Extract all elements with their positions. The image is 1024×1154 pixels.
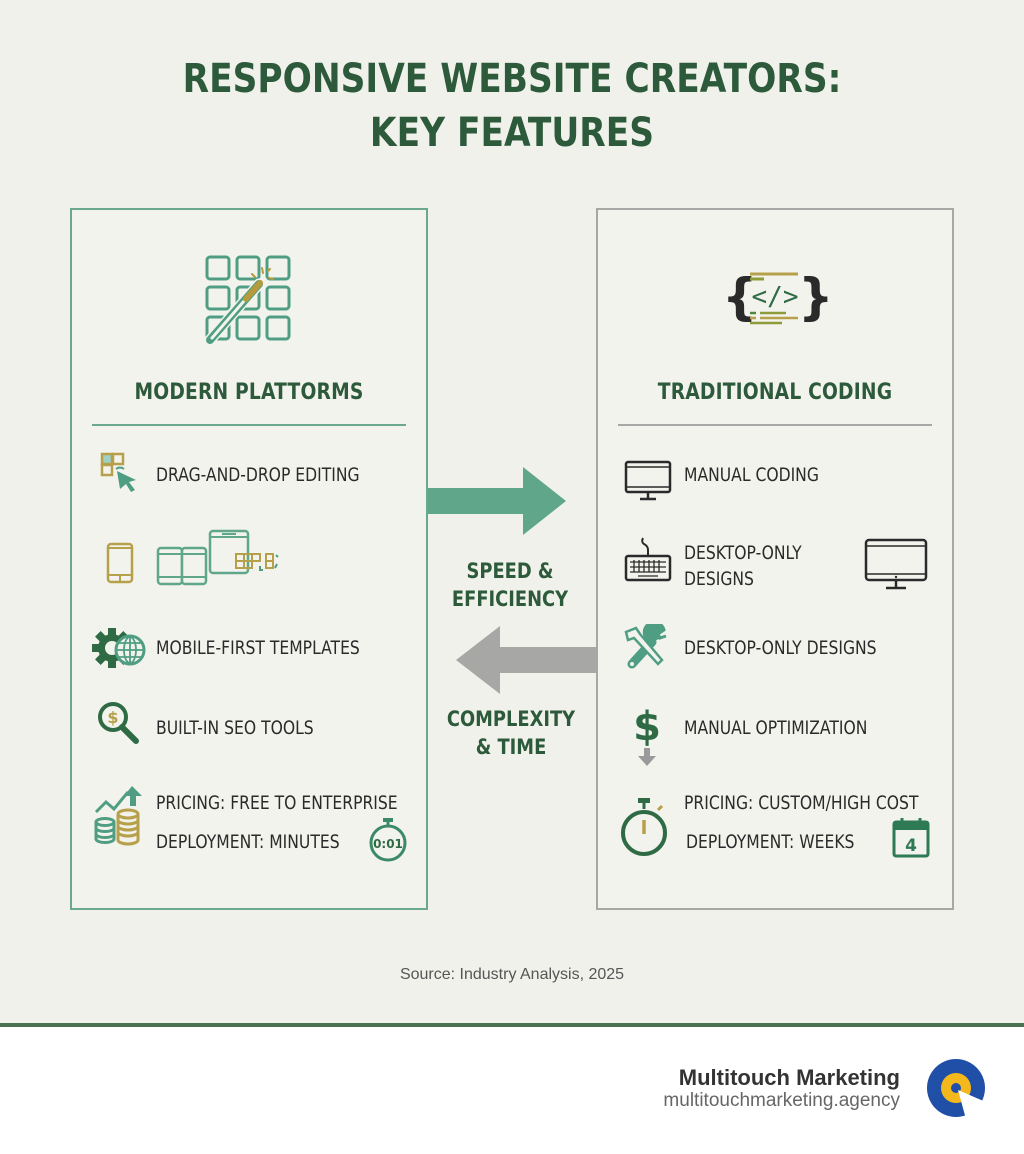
title-line-2: KEY FEATURES <box>369 110 655 156</box>
feature-desktop-only-line2: DESIGNS <box>684 568 754 590</box>
feature-manual-coding: MANUAL CODING <box>684 464 819 486</box>
svg-text:$: $ <box>107 708 118 727</box>
feature-seo-tools: BUILT-IN SEO TOOLS <box>156 717 314 739</box>
wrench-screwdriver-icon <box>622 620 670 674</box>
keyboard-icon <box>624 536 672 586</box>
feature-pricing: PRICING: CUSTOM/HIGH COST <box>684 792 919 814</box>
grid-magic-wand-icon <box>204 254 294 350</box>
stopwatch-icon <box>620 796 670 862</box>
multitouch-logo-icon <box>926 1057 988 1123</box>
panel-divider <box>618 424 932 426</box>
modern-platforms-heading: MODERN PLATTORMS <box>134 380 364 405</box>
feature-pricing: PRICING: FREE TO ENTERPRISE <box>156 792 398 814</box>
traditional-coding-panel: { } </> TRADITIONAL CODING MANUAL CODING <box>596 208 954 910</box>
svg-text:0:01: 0:01 <box>373 837 403 851</box>
feature-drag-and-drop: DRAG-AND-DROP EDITING <box>156 464 360 486</box>
drag-drop-cursor-icon <box>100 452 142 498</box>
monitor-icon <box>624 460 672 506</box>
source-citation: Source: Industry Analysis, 2025 <box>399 966 625 983</box>
responsive-devices-icon <box>100 528 280 590</box>
feature-manual-optimization: MANUAL OPTIMIZATION <box>684 717 868 739</box>
gear-globe-icon <box>92 626 148 674</box>
svg-text:}: } <box>798 268 830 326</box>
feature-deployment: DEPLOYMENT: WEEKS <box>686 831 855 853</box>
seo-magnifier-dollar-icon: $ <box>96 700 142 750</box>
desktop-monitor-icon <box>864 538 928 596</box>
brand-url[interactable]: multitouchmarketing.agency <box>663 1090 900 1111</box>
complexity-time-label: COMPLEXITY & TIME <box>446 707 576 759</box>
code-brackets-icon: { } </> <box>720 268 834 332</box>
feature-desktop-only-designs: DESKTOP-ONLY DESIGNS <box>684 637 877 659</box>
speed-efficiency-label: SPEED & EFFICIENCY <box>451 559 569 611</box>
dollar-down-icon: $ <box>632 704 662 778</box>
feature-mobile-first: MOBILE-FIRST TEMPLATES <box>156 637 360 659</box>
traditional-coding-heading: TRADITIONAL CODING <box>657 380 893 405</box>
svg-text:</>: </> <box>752 282 799 312</box>
stopwatch-icon: 0:01 <box>368 816 408 866</box>
footer <box>0 1027 1024 1154</box>
coins-growth-icon <box>94 784 144 850</box>
arrow-right-speed <box>428 465 568 541</box>
modern-platforms-panel: MODERN PLATTORMS DRAG-AND-DROP EDITING <box>70 208 428 910</box>
svg-text:4: 4 <box>905 836 917 856</box>
calendar-icon: 4 <box>892 816 932 862</box>
svg-text:$: $ <box>633 704 661 750</box>
infographic-title: RESPONSIVE WEBSITE CREATORS: KEY FEATURE… <box>72 52 953 160</box>
footer-divider <box>0 1023 1024 1027</box>
feature-desktop-only-line1: DESKTOP-ONLY <box>684 542 802 564</box>
brand-name: Multitouch Marketing <box>678 1065 900 1090</box>
feature-deployment: DEPLOYMENT: MINUTES <box>156 831 340 853</box>
panel-divider <box>92 424 406 426</box>
arrow-left-complexity <box>456 624 598 700</box>
title-line-1: RESPONSIVE WEBSITE CREATORS: <box>182 56 842 102</box>
